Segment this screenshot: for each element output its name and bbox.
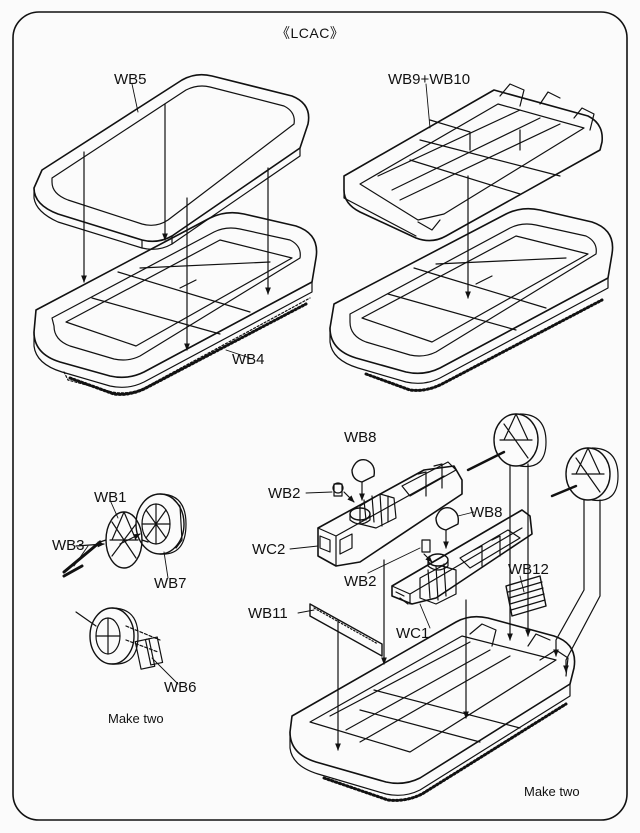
label-wb8-mid: WB8: [470, 504, 503, 521]
part-fan-right-upper: [466, 413, 547, 641]
label-wb12: WB12: [508, 561, 549, 578]
label-wb2-top: WB2: [268, 485, 301, 502]
label-wb2-mid: WB2: [344, 573, 377, 590]
part-frame-right: [329, 207, 614, 392]
part-wb11-panel: [309, 603, 383, 751]
label-wb1: WB1: [94, 489, 127, 506]
note-make-two-left: Make two: [108, 711, 164, 726]
assembly-arrows-wb5: [81, 103, 271, 351]
note-make-two-right: Make two: [524, 784, 580, 799]
diagram-title: 《LCAC》: [276, 25, 345, 41]
label-wb9-wb10: WB9+WB10: [388, 71, 471, 88]
label-wb6: WB6: [164, 679, 197, 696]
part-wb5-cover: [33, 73, 310, 250]
label-wb5: WB5: [114, 71, 147, 88]
part-wb2-top: [332, 482, 355, 503]
part-wb9-wb10-deck: [343, 83, 604, 242]
part-wb6-fan-assembly: [75, 607, 164, 670]
part-wb8-cap-top: [351, 459, 376, 501]
label-wc1: WC1: [396, 625, 430, 642]
part-fan-right-lower: [550, 447, 619, 673]
page-border: [12, 11, 628, 821]
label-wc2: WC2: [252, 541, 286, 558]
part-wb2-mid: [421, 539, 433, 563]
part-wb4-frame: [33, 211, 318, 396]
part-wc1-superstructure: [391, 509, 533, 605]
label-wb8-top: WB8: [344, 429, 377, 446]
part-wb1-fan-assembly: [62, 493, 187, 578]
label-wb3: WB3: [52, 537, 85, 554]
label-wb4: WB4: [232, 351, 265, 368]
label-wb7: WB7: [154, 575, 187, 592]
label-wb11: WB11: [248, 605, 288, 622]
part-wb12-panel: [505, 575, 547, 617]
leader-lines: [73, 83, 525, 685]
part-wc2-superstructure: [317, 461, 463, 567]
part-wb8-cap-mid: [435, 507, 460, 549]
part-hull-assembly: [289, 615, 576, 802]
